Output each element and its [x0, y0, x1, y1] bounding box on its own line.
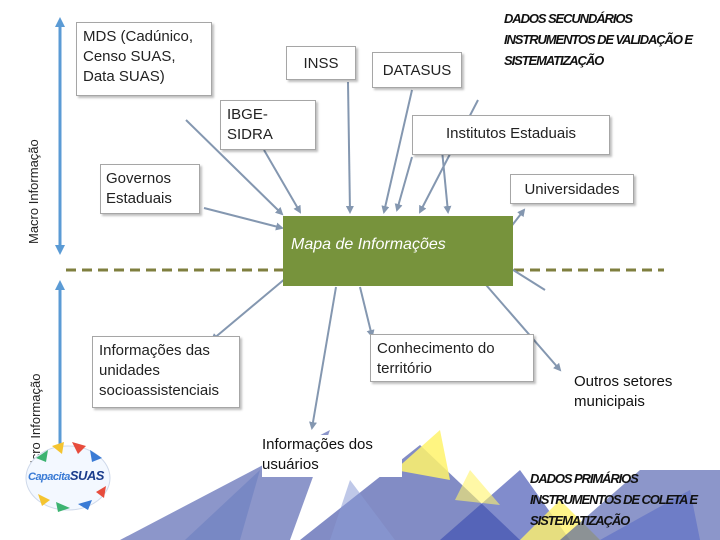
- node-institutos: Institutos Estaduais: [412, 115, 610, 155]
- center-mapa-informacoes: Mapa de Informações: [283, 216, 513, 286]
- node-datasus: DATASUS: [372, 52, 462, 88]
- node-inss: INSS: [286, 46, 356, 80]
- heading-dados-primarios: DADOS PRIMÁRIOS INSTRUMENTOS DE COLETA E…: [530, 471, 698, 528]
- macro-axis-label: Macro Informação: [26, 139, 41, 244]
- node-territorio: Conhecimento do território: [370, 334, 534, 382]
- node-mds: MDS (Cadúnico, Censo SUAS, Data SUAS): [76, 22, 212, 96]
- node-unidades: Informações das unidades socioassistenci…: [92, 336, 240, 408]
- node-universidades: Universidades: [510, 174, 634, 204]
- capacita-suas-logo: CapacitaSUAS: [22, 438, 118, 516]
- heading-dados-secundarios: DADOS SECUNDÁRIOS INSTRUMENTOS DE VALIDA…: [504, 11, 693, 68]
- logo-emblem-icon: [25, 442, 111, 512]
- logo-wordmark: CapacitaSUAS: [28, 468, 104, 483]
- node-ibge: IBGE- SIDRA: [220, 100, 316, 150]
- node-usuarios: Informações dos usuários: [262, 435, 402, 477]
- node-outros: Outros setores municipais: [574, 373, 673, 410]
- node-governos: Governos Estaduais: [100, 164, 200, 214]
